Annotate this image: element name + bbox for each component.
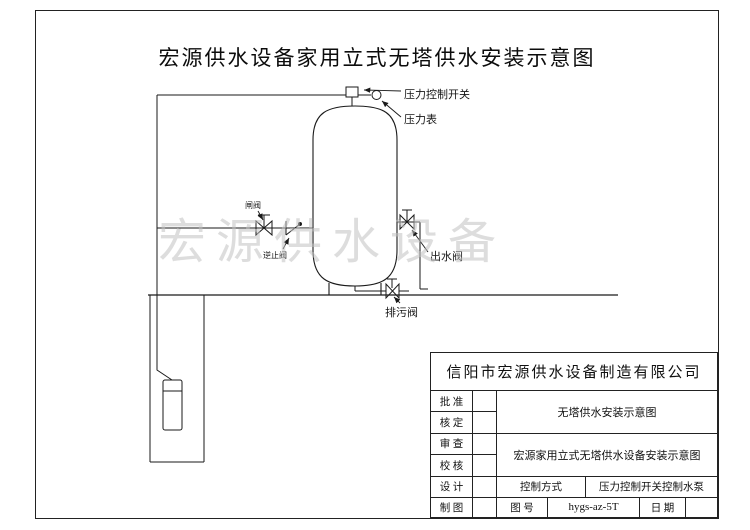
pressure-tank (312, 105, 398, 295)
outlet-valve-label: 出水阀 (430, 251, 463, 263)
design-signature-cell (473, 476, 497, 498)
approve-label: 批 准 (431, 391, 473, 413)
leader-lines (257, 87, 429, 304)
company-name: 信阳市宏源供水设备制造有限公司 (431, 353, 718, 391)
check-valve-icon (285, 221, 302, 236)
outlet-valve-icon (399, 209, 415, 231)
pressure-switch-icon (345, 86, 359, 98)
drawing-no-label: 图 号 (497, 497, 548, 518)
gate-valve-label: 闸阀 (245, 201, 261, 210)
pressure-gauge-icon (371, 90, 382, 100)
date-label: 日 期 (640, 497, 686, 518)
well (149, 295, 205, 463)
date-value-cell (686, 497, 718, 518)
gate-valve-icon (255, 214, 273, 237)
drain-valve-icon (385, 278, 400, 300)
drawing-border (35, 10, 719, 519)
verify-label: 核 定 (431, 412, 473, 434)
verify-signature-cell (473, 412, 497, 434)
outlet-pipe (397, 221, 428, 290)
pressure-switch-label: 压力控制开关 (404, 89, 470, 101)
review-signature-cell (473, 433, 497, 456)
proofread-label: 校 核 (431, 455, 473, 477)
control-method-value: 压力控制开关控制水泵 (586, 476, 718, 498)
check-valve-label: 逆止阀 (263, 251, 287, 260)
drain-valve-label: 排污阀 (385, 307, 418, 319)
draft-signature-cell (473, 497, 497, 518)
draft-label: 制 图 (431, 497, 473, 518)
review-label: 审 查 (431, 433, 473, 456)
proofread-signature-cell (473, 455, 497, 477)
full-doc-name: 宏源家用立式无塔供水设备安装示意图 (497, 433, 718, 477)
approve-signature-cell (473, 391, 497, 413)
page-title: 宏源供水设备家用立式无塔供水安装示意图 (158, 46, 596, 70)
drawing-no-value: hygs-az-5T (548, 497, 640, 518)
control-method-label: 控制方式 (497, 476, 586, 498)
title-block: 信阳市宏源供水设备制造有限公司 批 准 无塔供水安装示意图 核 定 审 查 宏源… (430, 352, 719, 519)
submersible-pump-icon (162, 379, 183, 431)
doc-name: 无塔供水安装示意图 (497, 391, 718, 434)
pressure-gauge-label: 压力表 (404, 114, 437, 126)
design-label: 设 计 (431, 476, 473, 498)
drain-pipe (354, 286, 409, 292)
riser-pipe (156, 95, 173, 381)
